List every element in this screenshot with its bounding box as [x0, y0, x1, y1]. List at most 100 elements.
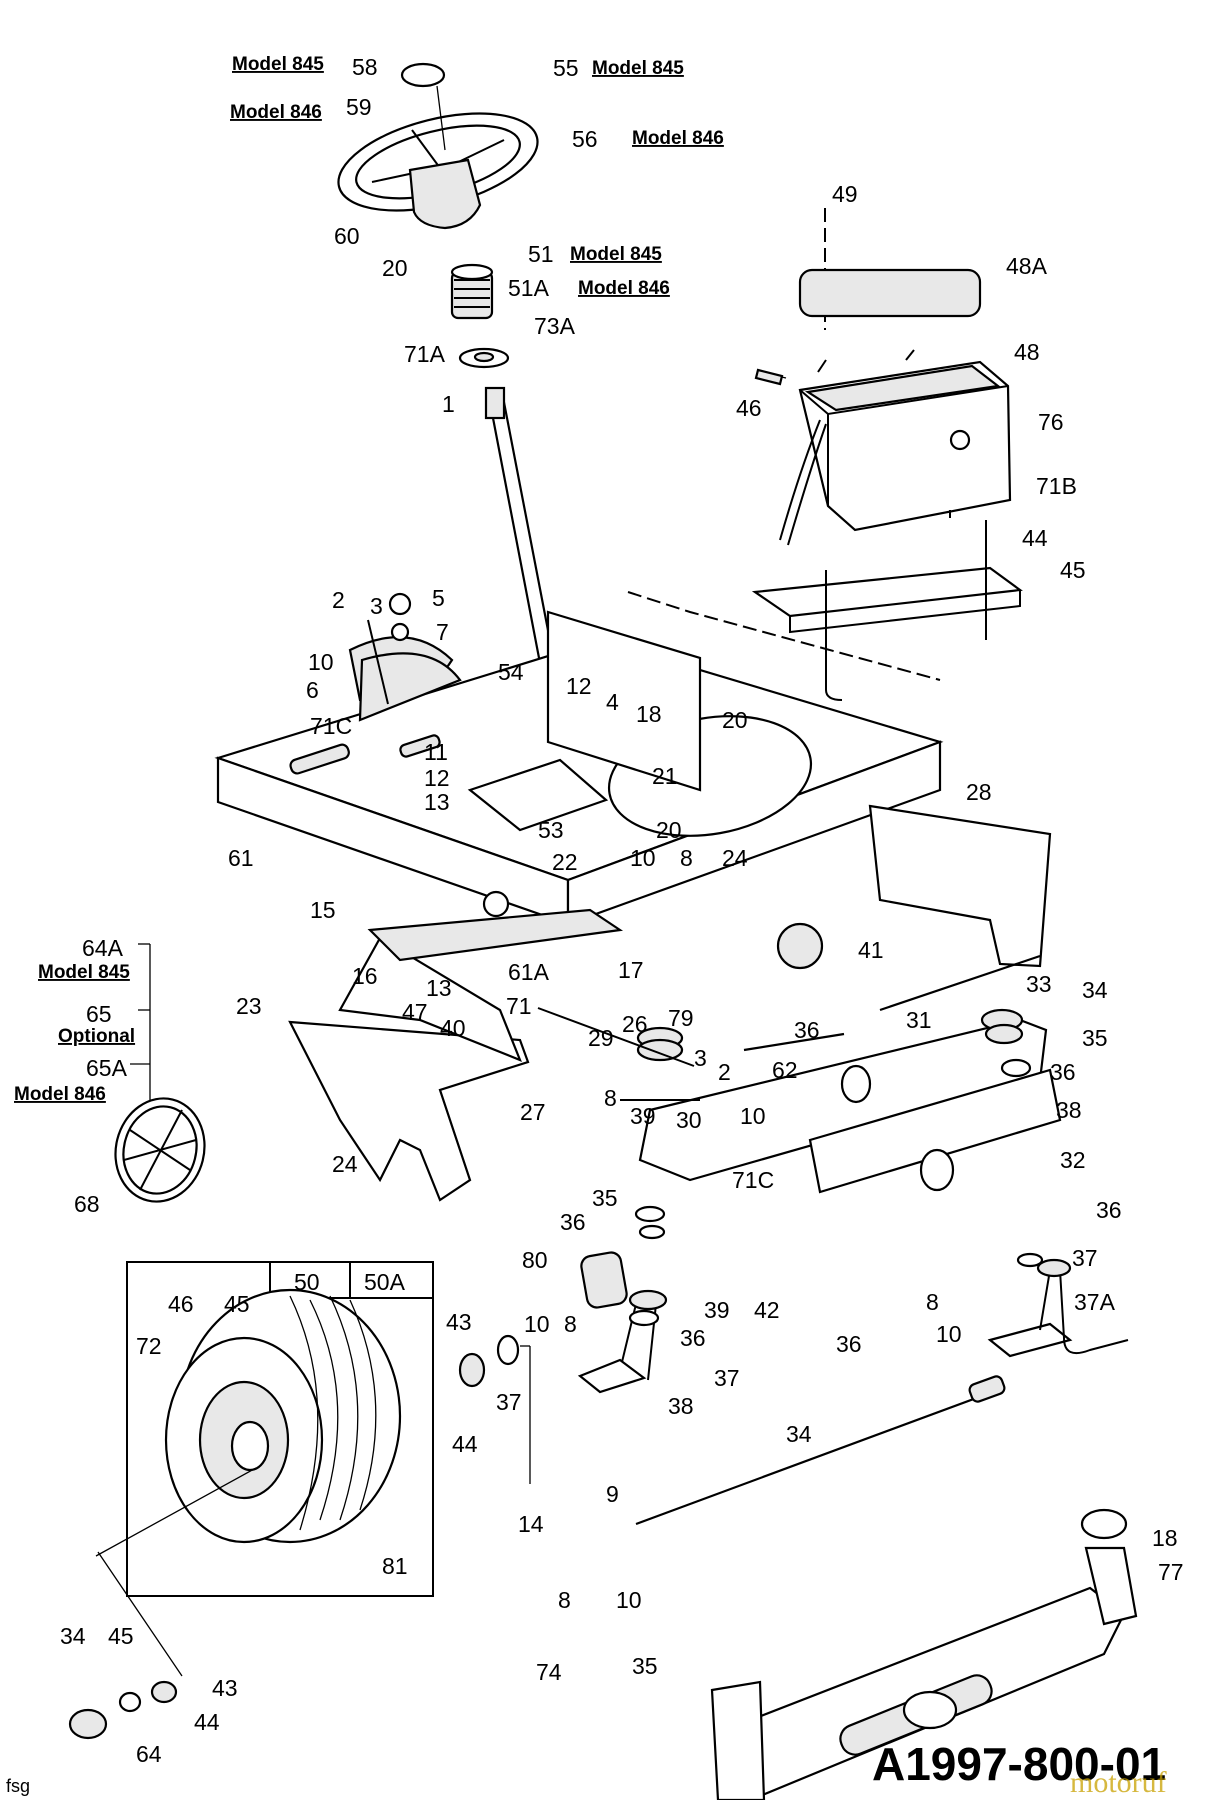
label-34b: 34 [60, 1623, 86, 1649]
label-12a: 12 [566, 673, 592, 699]
label-48a: 43 [446, 1309, 472, 1335]
label-98: 81 [382, 1553, 408, 1579]
label-63: 54 [498, 659, 524, 685]
label-20: 18 [636, 701, 662, 727]
label-51: 45 [224, 1291, 250, 1317]
label-96: 79 [668, 1005, 694, 1031]
label-8e: 8 [558, 1587, 571, 1613]
label-71: 64 [136, 1741, 162, 1767]
label-30: 30 [676, 1107, 702, 1133]
label-24: 23 [236, 993, 262, 1019]
label-64a: 56 [572, 126, 598, 152]
label-70: 62 [772, 1057, 798, 1083]
label-77a: 71C [310, 713, 352, 739]
label-32: 32 [1060, 1147, 1086, 1173]
label-6: 6 [306, 677, 319, 703]
label-38: 38 [1056, 1097, 1082, 1123]
label-41a: 37 [1072, 1245, 1098, 1271]
hub-cap [114, 1097, 206, 1203]
label-47: 41 [858, 937, 884, 963]
model-label-845-d: Model 845 [38, 962, 130, 983]
label-7: 7 [436, 619, 449, 645]
label-3a: 3 [370, 593, 383, 619]
steering-gear-plate [358, 592, 462, 722]
label-2b: 2 [718, 1059, 731, 1085]
battery-assembly [751, 208, 1023, 701]
axle-pivot-bar [638, 1018, 1062, 1194]
label-26: 26 [622, 1011, 648, 1037]
label-2a: 2 [332, 587, 345, 613]
hub-cap-small [68, 1708, 108, 1740]
label-97: 80 [522, 1247, 548, 1273]
label-51a: 46 [168, 1291, 194, 1317]
label-48b: 43 [212, 1675, 238, 1701]
model-label-846-a: Model 846 [230, 102, 322, 123]
front-axle-beam [710, 1508, 1138, 1800]
label-1: 1 [442, 391, 455, 417]
label-58: 48 [1014, 339, 1040, 365]
label-60: 49 [832, 181, 858, 207]
label-48ab: 44 [194, 1709, 220, 1735]
label-66: 60 [334, 223, 360, 249]
label-10a: 10 [308, 649, 334, 675]
part-labels: 58 59 55 56 60 20 51 51A 73A 71A 1 49 48… [60, 54, 1184, 1767]
label-39: 36 [836, 1331, 862, 1357]
label-35a: 35 [1082, 1025, 1108, 1051]
label-43: 38 [668, 1393, 694, 1419]
label-3b: 3 [694, 1045, 707, 1071]
label-71a: 64A [82, 935, 124, 961]
model-label-846-d: Model 846 [14, 1084, 106, 1105]
steering-boot [450, 263, 494, 320]
label-10d: 10 [524, 1311, 550, 1337]
model-label-846-b: Model 846 [632, 128, 724, 149]
label-15: 15 [310, 897, 336, 923]
main-frame [214, 610, 944, 970]
model-label-845-a: Model 845 [232, 54, 324, 75]
label-36b: 36 [560, 1209, 586, 1235]
label-79: 72 [136, 1333, 162, 1359]
label-21b: 20 [722, 707, 748, 733]
label-59: 48A [1006, 253, 1048, 279]
label-65a: 59 [346, 94, 372, 120]
bushing-97 [580, 1251, 628, 1309]
label-8c: 8 [926, 1289, 939, 1315]
label-42: 37A [1074, 1289, 1116, 1315]
label-81: 74 [536, 1659, 562, 1685]
label-61a: 51A [508, 275, 550, 301]
label-12b: 12 [424, 765, 450, 791]
label-56: 47 [402, 999, 428, 1025]
wheel-table-header-50: 50 [294, 1269, 320, 1295]
label-28: 28 [966, 779, 992, 805]
axle-bushing [458, 1352, 486, 1388]
label-37: 34 [786, 1421, 812, 1447]
front-brackets [288, 804, 1052, 1202]
label-23: 22 [552, 849, 578, 875]
label-18: 18 [1152, 1525, 1178, 1551]
label-10e: 10 [936, 1321, 962, 1347]
label-27: 27 [520, 1099, 546, 1125]
label-67: 61 [228, 845, 254, 871]
label-25b: 24 [332, 1151, 358, 1177]
label-71b: 65 [86, 1001, 112, 1027]
label-77b: 71C [732, 1167, 774, 1193]
label-33: 33 [1026, 971, 1052, 997]
label-8a: 8 [680, 845, 693, 871]
label-61: 51 [528, 241, 554, 267]
label-71c: 65A [86, 1055, 128, 1081]
label-53: 44 [1022, 525, 1048, 551]
model-label-846-c: Model 846 [578, 278, 670, 299]
label-44b: 39 [704, 1297, 730, 1323]
label-73a: 71 [506, 993, 532, 1019]
label-44a: 39 [630, 1103, 656, 1129]
label-55: 46 [736, 395, 762, 421]
label-45: 40 [440, 1015, 466, 1041]
corner-note: fsg [6, 1776, 30, 1796]
label-37a: 35 [632, 1653, 658, 1679]
label-31: 31 [906, 1007, 932, 1033]
label-49: 45 [108, 1623, 134, 1649]
label-16: 16 [352, 963, 378, 989]
steering-wheel [337, 62, 539, 230]
label-25a: 24 [722, 845, 748, 871]
label-62: 53 [538, 817, 564, 843]
